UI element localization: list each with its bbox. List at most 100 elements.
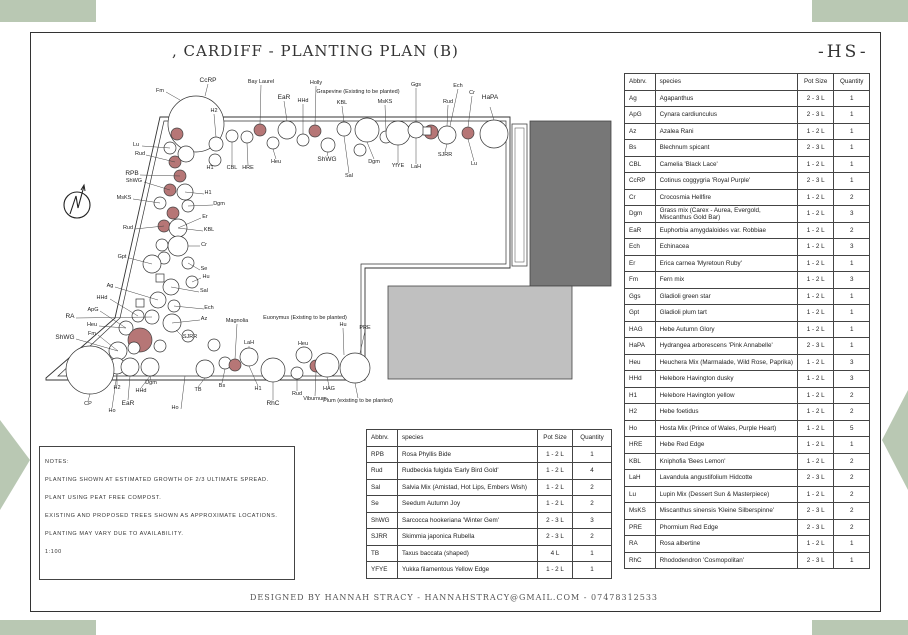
bed-outline: [45, 116, 511, 381]
plant-label-hhd-bot: HHd: [135, 388, 146, 394]
cell-quantity: 1: [833, 155, 870, 173]
label-leader-line: [191, 277, 202, 283]
cell-quantity: 1: [833, 535, 870, 553]
plant-label-holly: Holly: [310, 80, 322, 86]
label-leader-line: [149, 375, 152, 381]
plant-label-hhd-top: HHd: [297, 98, 308, 104]
cell-abbr: RA: [624, 535, 656, 553]
cell-pot-size: 1 - 2 L: [796, 271, 835, 289]
cell-abbr: Er: [624, 254, 656, 272]
label-leader-line: [341, 105, 345, 123]
plant-symbol: [167, 235, 189, 257]
plant-label-ggs: Ggs: [411, 82, 421, 88]
cell-abbr: CcRP: [624, 172, 656, 190]
label-leader-line: [97, 334, 119, 352]
plant-label-er: Er: [202, 214, 208, 220]
plant-symbol-highlighted: [170, 127, 184, 141]
plant-symbol: [120, 357, 140, 377]
plant-label-hag: HAG: [323, 386, 335, 392]
notes-heading: NOTES:: [45, 459, 70, 465]
plant-symbol-square: [155, 273, 165, 283]
plant-label-hu-mid: Hu: [202, 274, 209, 280]
plant-symbol: [195, 359, 215, 379]
plant-label-h1-bot: H1: [254, 386, 261, 392]
cell-pot-size: 2 - 3 L: [796, 551, 835, 569]
label-leader-line: [467, 138, 475, 162]
label-leader-line: [446, 104, 449, 127]
plant-label-cp: CP: [84, 401, 92, 407]
cell-quantity: 1: [572, 561, 612, 579]
patio-structure: [387, 285, 573, 380]
cell-pot-size: 1 - 2 L: [796, 155, 835, 173]
label-leader-line: [128, 257, 153, 265]
label-leader-line: [444, 143, 448, 153]
label-leader-line: [99, 310, 127, 329]
label-leader-line: [109, 298, 139, 317]
cell-pot-size: 1 - 2 L: [796, 304, 835, 322]
col-pot-size: Pot Size: [537, 429, 573, 447]
plant-symbol: [140, 357, 160, 377]
label-leader-line: [314, 85, 317, 126]
cell-abbr: Sal: [366, 478, 398, 496]
cell-quantity: 3: [833, 271, 870, 289]
cell-species: Camelia 'Black Lace': [654, 155, 798, 173]
cell-pot-size: 1 - 2 L: [796, 370, 835, 388]
plant-label-rud-left2: Rud: [123, 225, 133, 231]
cell-abbr: Ho: [624, 419, 656, 437]
plant-label-lah-top: LaH: [411, 164, 421, 170]
plant-label-rhc: RhC: [266, 400, 279, 407]
cell-species: Hebe Red Edge: [654, 436, 798, 454]
plant-label-shwg-bl: ShWG: [55, 334, 74, 341]
cell-pot-size: 1 - 2 L: [537, 561, 573, 579]
cell-quantity: 2: [833, 386, 870, 404]
cell-abbr: EaR: [624, 221, 656, 239]
label-leader-line: [143, 181, 171, 191]
cell-pot-size: 2 - 3 L: [796, 502, 835, 520]
cell-species: Sarcocca hookeriana 'Winter Gem': [397, 511, 538, 529]
plant-label-ag: Ag: [107, 283, 114, 289]
plant-label-ear-bot: EaR: [122, 400, 135, 407]
cell-species: Miscanthus sinensis 'Kleine Silberspinne…: [654, 502, 798, 520]
plant-symbol-square: [422, 126, 432, 136]
cell-pot-size: 1 - 2 L: [796, 221, 835, 239]
label-leader-line: [75, 338, 119, 352]
cell-quantity: 2: [833, 485, 870, 503]
plant-symbol: [239, 347, 259, 367]
col-abbr: Abbrv.: [624, 73, 656, 91]
label-leader-line: [187, 262, 201, 271]
cell-pot-size: 2 - 3 L: [796, 469, 835, 487]
cell-abbr: SJRR: [366, 528, 398, 546]
cell-species: Hebe foetidus: [654, 403, 798, 421]
cell-abbr: ApG: [624, 106, 656, 124]
plant-label-heu-left: Heu: [87, 322, 97, 328]
cell-pot-size: 2 - 3 L: [796, 106, 835, 124]
plant-label-ccrp: CcRP: [200, 77, 217, 84]
plant-label-gpt: Gpt: [118, 254, 127, 260]
label-leader-line: [184, 191, 205, 195]
cell-pot-size: 1 - 2 L: [796, 320, 835, 338]
cell-quantity: 4: [572, 462, 612, 480]
label-leader-line: [272, 148, 277, 160]
cell-abbr: KBL: [624, 452, 656, 470]
plant-symbol-highlighted: [253, 123, 267, 137]
cell-pot-size: 1 - 2 L: [537, 478, 573, 496]
plant-label-h1-mid: H1: [204, 190, 211, 196]
label-leader-line: [209, 164, 216, 167]
cell-quantity: 2: [572, 528, 612, 546]
label-leader-line: [248, 365, 259, 387]
plant-symbol-square: [135, 298, 145, 308]
